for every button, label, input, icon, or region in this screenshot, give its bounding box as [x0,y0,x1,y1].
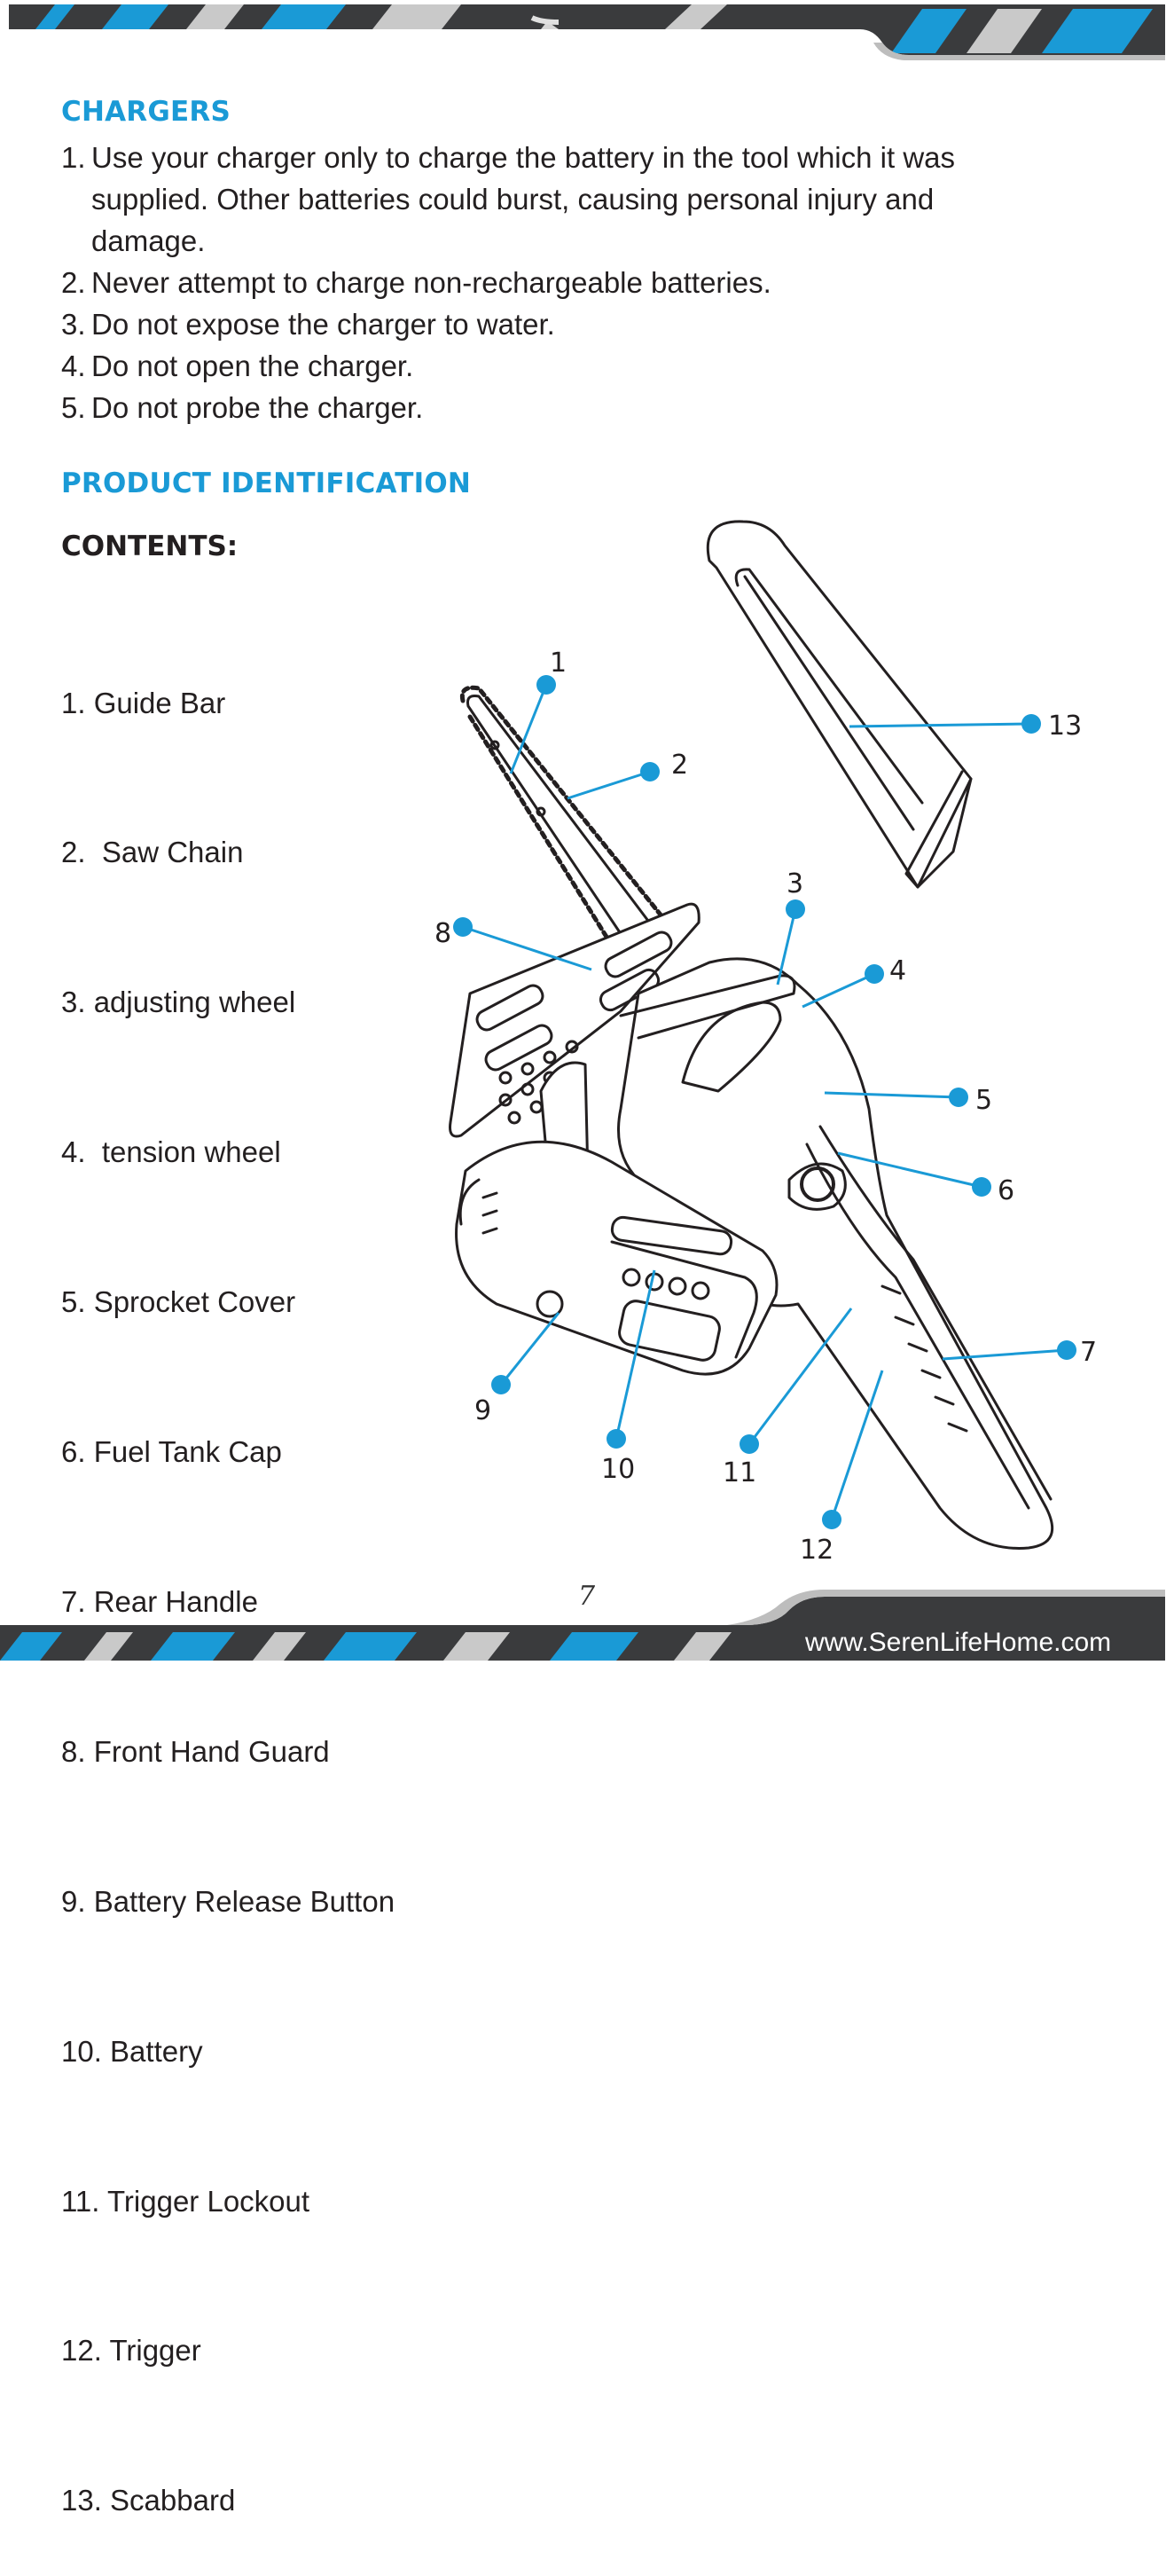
list-item: 5. Do not probe the charger. [61,387,1054,428]
callout-dot-2 [640,762,660,781]
callout-label-2: 2 [671,750,688,781]
callout-label-7: 7 [1080,1337,1097,1368]
callout-label-10: 10 [601,1454,635,1485]
callout-label-5: 5 [975,1085,992,1116]
callout-label-13: 13 [1048,711,1082,742]
list-item: 13. Scabbard [61,2484,236,2517]
list-item: 8. Front Hand Guard [61,1734,330,1768]
list-item: 6. Fuel Tank Cap [61,1435,282,1469]
callout-dot-8 [453,917,473,937]
callout-dot-5 [949,1088,968,1107]
battery-drawing [455,1140,779,1376]
callout-leader-lines [462,684,1068,1520]
callout-dot-1 [536,675,556,695]
list-item-number: 4. [61,349,86,382]
list-item: 2. Saw Chain [61,836,244,869]
chargers-list: 1. Use your charger only to charge the b… [61,137,1054,428]
list-item-text: Use your charger only to charge the batt… [91,141,955,257]
chainsaw-diagram: 1 2 3 4 5 6 7 8 9 10 11 12 13 [434,520,1097,1566]
callout-dot-12 [822,1510,841,1529]
list-item: 4. tension wheel [61,1135,281,1169]
chainsaw-illustration [449,520,1054,1550]
list-item: 3. Do not expose the charger to water. [61,303,1054,345]
callout-label-11: 11 [723,1457,756,1488]
callout-dot-4 [865,964,884,984]
product-identification-heading: PRODUCT IDENTIFICATION [61,467,472,499]
callout-dot-9 [491,1375,511,1394]
contents-heading: CONTENTS: [61,530,239,562]
callout-labels: 1 2 3 4 5 6 7 8 9 10 11 12 13 [434,648,1097,1566]
callout-label-6: 6 [998,1175,1014,1206]
callout-label-4: 4 [889,955,906,986]
list-item: 2. Never attempt to charge non-rechargea… [61,262,1054,303]
list-item: 1. Guide Bar [61,686,226,719]
callout-dot-13 [1021,714,1041,734]
page-number: 7 [578,1581,596,1612]
list-item: 9. Battery Release Button [61,1884,395,1918]
list-item: 5. Sprocket Cover [61,1285,296,1319]
list-item-number: 3. [61,308,86,341]
callout-dot-6 [972,1177,991,1197]
list-item: 12. Trigger [61,2334,201,2368]
header-band [9,4,1165,60]
callout-label-9: 9 [474,1395,491,1426]
list-item: 3. adjusting wheel [61,986,296,1019]
list-item-number: 5. [61,391,86,424]
callout-label-3: 3 [787,868,803,899]
callout-label-8: 8 [434,918,451,949]
front-hand-guard-drawing [449,902,700,1138]
callout-dot-10 [607,1429,626,1449]
chargers-heading: CHARGERS [61,96,231,128]
callout-dot-3 [786,899,805,919]
list-item-text: Do not expose the charger to water. [91,308,555,341]
website-link[interactable]: www.SerenLifeHome.com [805,1628,1112,1657]
callout-dot-11 [740,1434,759,1454]
list-item-text: Never attempt to charge non-rechargeable… [91,266,771,299]
callout-dot-7 [1057,1340,1076,1360]
list-item: 11. Trigger Lockout [61,2184,310,2218]
list-item: 1. Use your charger only to charge the b… [61,137,1054,262]
scabbard-drawing [706,520,973,889]
list-item-number: 2. [61,266,86,299]
callout-dots [453,675,1076,1529]
callout-label-12: 12 [800,1535,834,1566]
list-item-number: 1. [61,141,86,174]
list-item-text: Do not probe the charger. [91,391,424,424]
callout-label-1: 1 [550,648,567,679]
list-item: 4. Do not open the charger. [61,345,1054,387]
list-item: 10. Battery [61,2034,203,2068]
list-item-text: Do not open the charger. [91,349,414,382]
